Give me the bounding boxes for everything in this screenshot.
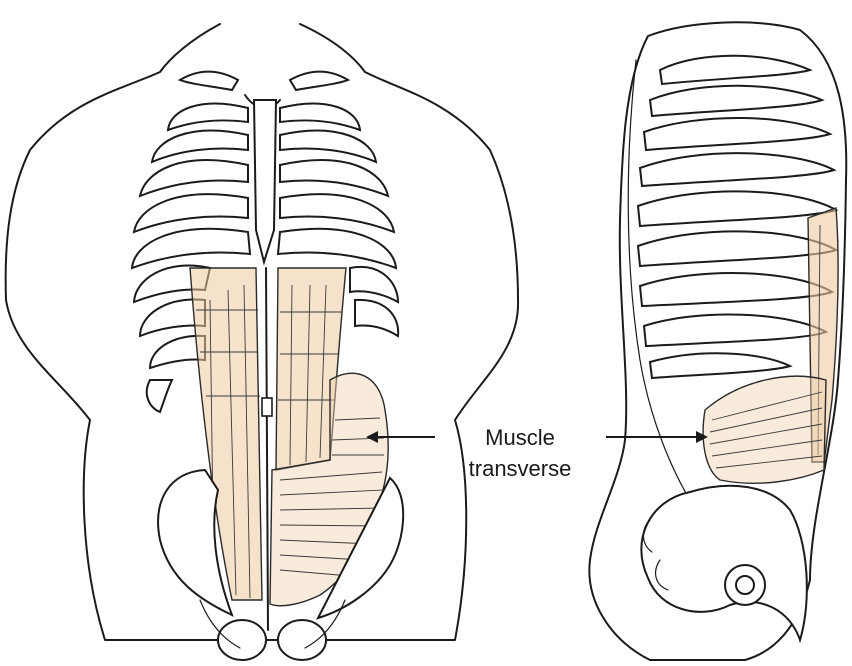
side-view [589,22,846,660]
annotation-line-1: Muscle [485,425,555,450]
side-pelvis [641,486,807,640]
sternum [254,100,276,262]
linea-alba [266,268,268,630]
annotation-group: Muscle transverse [366,425,708,481]
right-clavicle [290,72,348,90]
front-view [6,24,518,660]
left-clavicle [180,72,238,90]
side-transverse-muscle [703,376,826,483]
side-ribs [638,56,836,378]
annotation-line-2: transverse [469,456,572,481]
umbilicus [262,398,272,416]
